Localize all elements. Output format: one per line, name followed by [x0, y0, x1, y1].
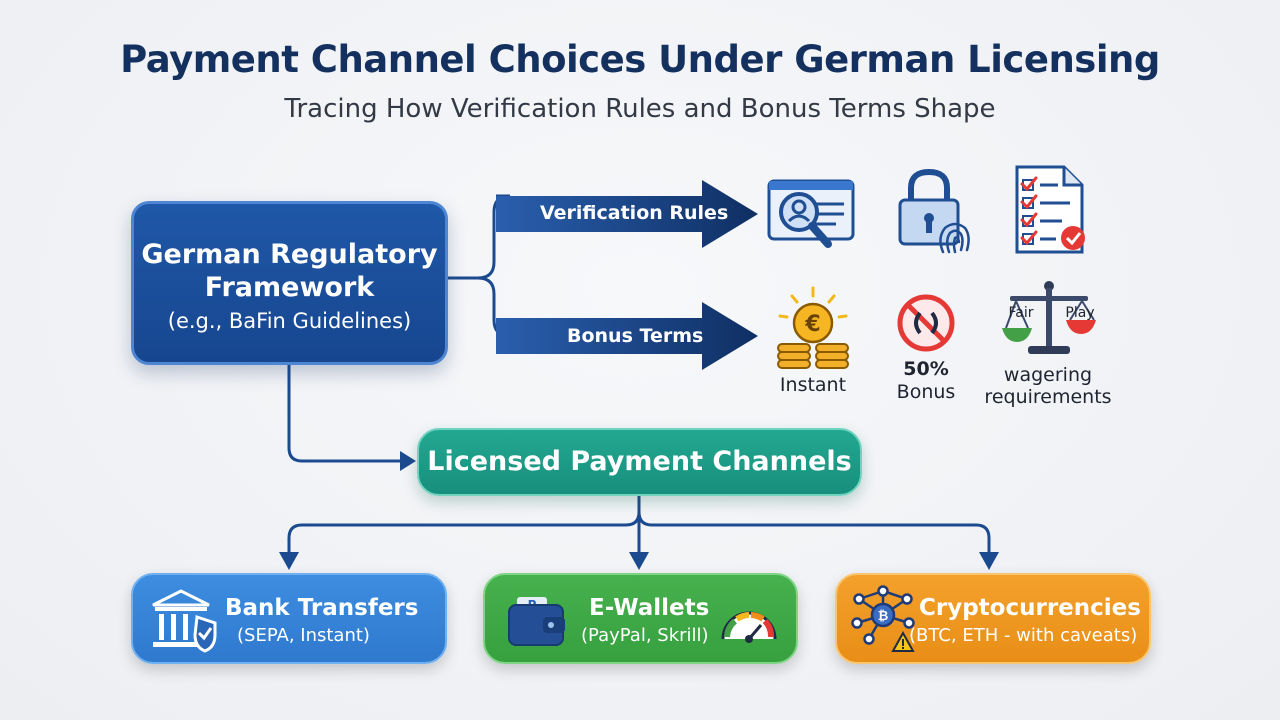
regulatory-framework-box: German Regulatory Framework (e.g., BaFin…: [131, 201, 448, 365]
e-wallets-name: E-Wallets: [589, 595, 710, 621]
play-label: Play: [1065, 305, 1095, 321]
wagering-caption-line2: requirements: [984, 386, 1112, 408]
framework-title-line2: Framework: [204, 272, 375, 303]
cryptocurrencies-note: (BTC, ETH - with caveats): [909, 625, 1138, 646]
e-wallets-note: (PayPal, Skrill): [581, 625, 709, 646]
verification-arrow: [496, 180, 758, 248]
instant-caption: Instant: [779, 374, 847, 396]
wagering-caption-line1: wagering: [1003, 364, 1093, 386]
page-title: Payment Channel Choices Under German Lic…: [120, 38, 1160, 81]
svg-text:€: €: [804, 312, 820, 337]
checklist-icon: [1015, 165, 1085, 254]
framework-title-line1: German Regulatory: [141, 239, 438, 270]
padlock-fingerprint-icon: [898, 168, 970, 254]
fifty-percent-label: 50%: [903, 358, 949, 380]
page-subtitle: Tracing How Verification Rules and Bonus…: [284, 94, 996, 124]
no-bonus-icon: [897, 294, 955, 352]
bank-transfers-box: Bank Transfers (SEPA, Instant): [131, 573, 447, 664]
licensed-to-channels-line: [287, 496, 641, 556]
fair-label: Fair: [1008, 305, 1034, 321]
bonus-label: Bonus: [896, 381, 956, 403]
wallet-icon: P: [508, 597, 565, 646]
speedometer-icon: [721, 611, 777, 643]
svg-text:₿: ₿: [878, 609, 889, 624]
euro-coins-icon: €: [777, 286, 849, 369]
bonus-terms-label: Bonus Terms: [567, 325, 704, 347]
framework-to-licensed-line: [287, 365, 404, 463]
verification-rules-label: Verification Rules: [540, 202, 729, 224]
cryptocurrencies-box: ₿ Cryptocurrencies (BTC, ETH - with cave…: [835, 573, 1151, 664]
bank-shield-icon: [152, 589, 217, 653]
bank-transfers-note: (SEPA, Instant): [237, 625, 370, 646]
balance-scale-icon: [1002, 281, 1096, 354]
e-wallets-box: P E-Wallets (PayPal, Skrill): [483, 573, 798, 664]
bank-transfers-name: Bank Transfers: [225, 595, 419, 621]
bonus-arrow: [496, 302, 758, 370]
cryptocurrencies-name: Cryptocurrencies: [919, 595, 1141, 621]
crypto-network-icon: ₿: [851, 585, 915, 652]
licensed-payment-channels-box: Licensed Payment Channels: [417, 428, 862, 496]
framework-note: (e.g., BaFin Guidelines): [167, 309, 412, 333]
identity-search-icon: [767, 179, 855, 248]
